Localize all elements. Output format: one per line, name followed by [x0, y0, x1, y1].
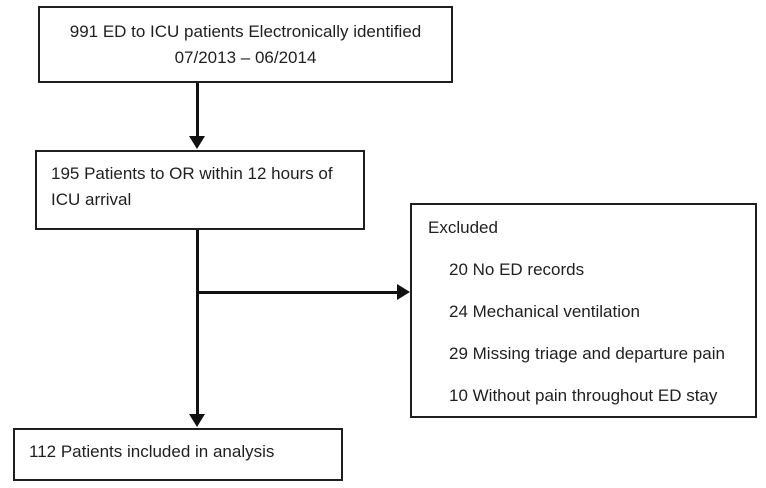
excluded-title: Excluded	[428, 218, 498, 237]
excluded-item-missing-pain-scores: 29 Missing triage and departure pain	[449, 344, 725, 363]
or-text-line1: 195 Patients to OR within 12 hours of	[51, 164, 333, 183]
box-included-in-analysis: 112 Patients included in analysis	[13, 428, 343, 481]
excluded-item-without-pain: 10 Without pain throughout ED stay	[449, 386, 718, 405]
excluded-item-no-ed-records: 20 No ED records	[449, 260, 585, 279]
box-or-within-12h: 195 Patients to OR within 12 hours of IC…	[35, 150, 365, 230]
arrowhead-down-icon	[189, 414, 205, 427]
identified-text-line1: 991 ED to ICU patients Electronically id…	[69, 22, 422, 41]
arrow-identified-to-or-line	[196, 83, 199, 136]
included-text: 112 Patients included in analysis	[29, 442, 275, 461]
arrowhead-right-icon	[397, 284, 410, 300]
box-identified-patients: 991 ED to ICU patients Electronically id…	[38, 6, 453, 83]
arrow-branch-to-excluded-line	[198, 291, 397, 294]
excluded-item-mechanical-ventilation: 24 Mechanical ventilation	[449, 302, 640, 321]
arrow-or-to-included-line	[196, 230, 199, 414]
arrowhead-down-icon	[189, 136, 205, 149]
identified-date-range: 07/2013 – 06/2014	[174, 48, 317, 67]
box-excluded: Excluded 20 No ED records 24 Mechanical …	[410, 203, 757, 418]
or-text-line2: ICU arrival	[51, 190, 132, 209]
